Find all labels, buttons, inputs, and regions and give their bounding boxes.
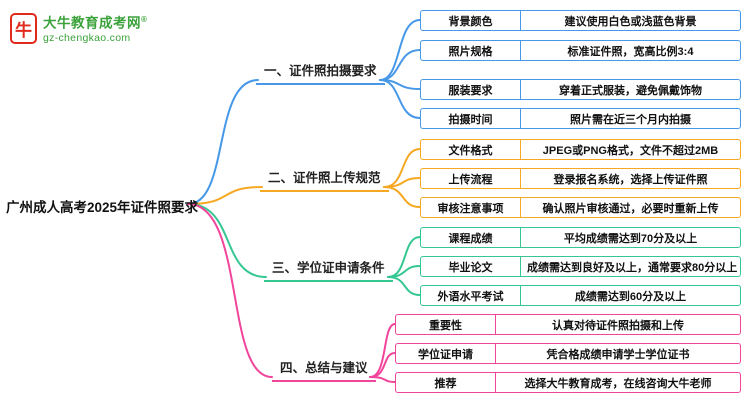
leaf-key: 外语水平考试 [421, 286, 521, 305]
leaf-value: 凭合格成绩申请学士学位证书 [546, 348, 690, 361]
leaf-key: 上传流程 [421, 169, 521, 188]
bull-logo-icon: 牛 [10, 12, 37, 44]
leaf-value: 选择大牛教育成考，在线咨询大牛老师 [524, 377, 712, 390]
leaf-key: 重要性 [396, 315, 496, 334]
leaf-value: 建议使用白色或浅蓝色背景 [564, 15, 697, 28]
leaf-key: 课程成绩 [421, 228, 521, 247]
branch-node-4: 四、总结与建议 [272, 357, 376, 382]
leaf-row: 外语水平考试 成绩需达到60分及以上 [420, 285, 741, 306]
leaf-value: 照片需在近三个月内拍摄 [570, 113, 691, 126]
leaf-key: 毕业论文 [421, 257, 521, 276]
leaf-key: 服装要求 [421, 80, 521, 99]
branch-node-1: 一、证件照拍摄要求 [256, 60, 385, 85]
leaf-value: 平均成绩需达到70分及以上 [563, 232, 698, 245]
leaf-value: 成绩需达到60分及以上 [574, 290, 687, 303]
leaf-row: 服装要求 穿着正式服装，避免佩戴饰物 [420, 79, 741, 100]
registered-mark: ® [141, 15, 148, 24]
site-logo[interactable]: 牛 大牛教育成考网® gz-chengkao.com [10, 12, 147, 45]
site-domain: gz-chengkao.com [43, 31, 131, 44]
leaf-row: 拍摄时间 照片需在近三个月内拍摄 [420, 108, 741, 129]
leaf-key: 审核注意事项 [421, 198, 521, 217]
leaf-key: 文件格式 [421, 140, 521, 159]
leaf-row: 推荐 选择大牛教育成考，在线咨询大牛老师 [395, 372, 741, 393]
branch-node-3: 三、学位证申请条件 [264, 257, 393, 282]
branch-node-2: 二、证件照上传规范 [260, 167, 389, 192]
root-node-title: 广州成人高考2025年证件照要求 [6, 200, 199, 215]
leaf-key: 拍摄时间 [421, 109, 521, 128]
leaf-key: 推荐 [396, 373, 496, 392]
leaf-value: 登录报名系统，选择上传证件照 [553, 173, 708, 186]
leaf-value: 标准证件照，宽高比例3:4 [567, 45, 694, 58]
site-name: 大牛教育成考网® [43, 15, 148, 31]
leaf-value: JPEG或PNG格式，文件不超过2MB [542, 144, 719, 157]
leaf-row: 上传流程 登录报名系统，选择上传证件照 [420, 168, 741, 189]
leaf-key: 学位证申请 [396, 344, 496, 363]
leaf-row: 文件格式 JPEG或PNG格式，文件不超过2MB [420, 139, 741, 160]
leaf-row: 重要性 认真对待证件照拍摄和上传 [395, 314, 741, 335]
leaf-value: 成绩需达到良好及以上，通常要求80分以上 [527, 261, 738, 274]
leaf-row: 课程成绩 平均成绩需达到70分及以上 [420, 227, 741, 248]
leaf-key: 照片规格 [421, 41, 521, 60]
leaf-value: 认真对待证件照拍摄和上传 [552, 319, 684, 332]
leaf-value: 穿着正式服装，避免佩戴饰物 [559, 84, 702, 97]
leaf-row: 照片规格 标准证件照，宽高比例3:4 [420, 40, 741, 61]
leaf-row: 背景颜色 建议使用白色或浅蓝色背景 [420, 10, 741, 31]
leaf-row: 学位证申请 凭合格成绩申请学士学位证书 [395, 343, 741, 364]
leaf-row: 审核注意事项 确认照片审核通过，必要时重新上传 [420, 197, 741, 218]
leaf-key: 背景颜色 [421, 11, 521, 30]
leaf-row: 毕业论文 成绩需达到良好及以上，通常要求80分以上 [420, 256, 741, 277]
logo-text-block: 大牛教育成考网® gz-chengkao.com [43, 12, 147, 45]
leaf-value: 确认照片审核通过，必要时重新上传 [542, 202, 719, 215]
